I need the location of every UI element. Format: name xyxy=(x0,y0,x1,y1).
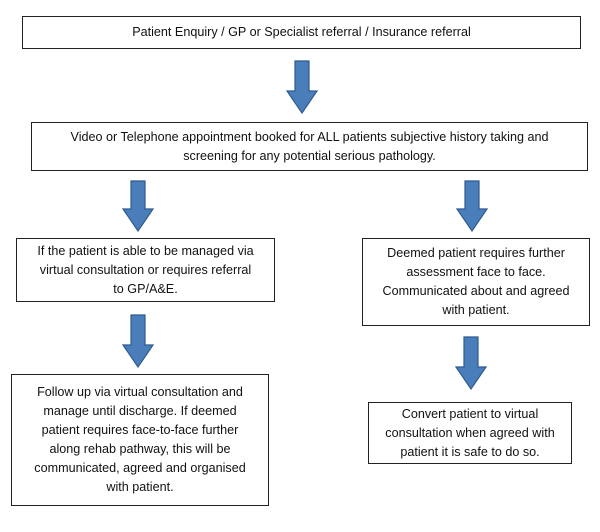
convert-text-line: patient it is safe to do so. xyxy=(400,444,540,459)
down-arrow-icon xyxy=(286,60,318,114)
follow-up-text-line: patient requires face-to-face further xyxy=(41,423,239,437)
face-to-face-box: Deemed patient requires further assessme… xyxy=(362,238,590,326)
virtual-management-text-line: virtual consultation or requires referra… xyxy=(39,262,252,277)
virtual-management-text-line: If the patient is able to be managed via xyxy=(37,243,254,258)
referral-text: Patient Enquiry / GP or Specialist refer… xyxy=(132,25,471,39)
follow-up-text-line: communicated, agreed and organised xyxy=(34,461,246,475)
follow-up-text-line: Follow up via virtual consultation and xyxy=(37,385,243,399)
appointment-text-line: screening for any potential serious path… xyxy=(183,148,436,163)
face-to-face-text-line: with patient. xyxy=(442,303,510,317)
down-arrow-icon xyxy=(122,314,154,368)
virtual-management-text-line: to GP/A&E. xyxy=(113,281,178,296)
face-to-face-text-line: Deemed patient requires further xyxy=(387,246,565,260)
convert-to-virtual-box: Convert patient to virtual consultation … xyxy=(368,402,572,464)
follow-up-text-line: manage until discharge. If deemed xyxy=(43,404,237,418)
appointment-box: Video or Telephone appointment booked fo… xyxy=(31,122,588,171)
virtual-management-box: If the patient is able to be managed via… xyxy=(16,238,275,302)
face-to-face-text-line: Communicated about and agreed xyxy=(382,284,570,298)
face-to-face-text-line: assessment face to face. xyxy=(406,265,546,279)
follow-up-box: Follow up via virtual consultation and m… xyxy=(11,374,269,506)
down-arrow-icon xyxy=(456,180,488,232)
down-arrow-icon xyxy=(455,336,487,390)
convert-text-line: consultation when agreed with xyxy=(385,425,555,440)
convert-text-line: Convert patient to virtual xyxy=(401,406,539,421)
appointment-text-line: Video or Telephone appointment booked fo… xyxy=(70,129,549,144)
down-arrow-icon xyxy=(122,180,154,232)
follow-up-text-line: along rehab pathway, this will be xyxy=(49,442,231,456)
follow-up-text-line: with patient. xyxy=(106,480,174,494)
referral-box: Patient Enquiry / GP or Specialist refer… xyxy=(22,16,581,49)
